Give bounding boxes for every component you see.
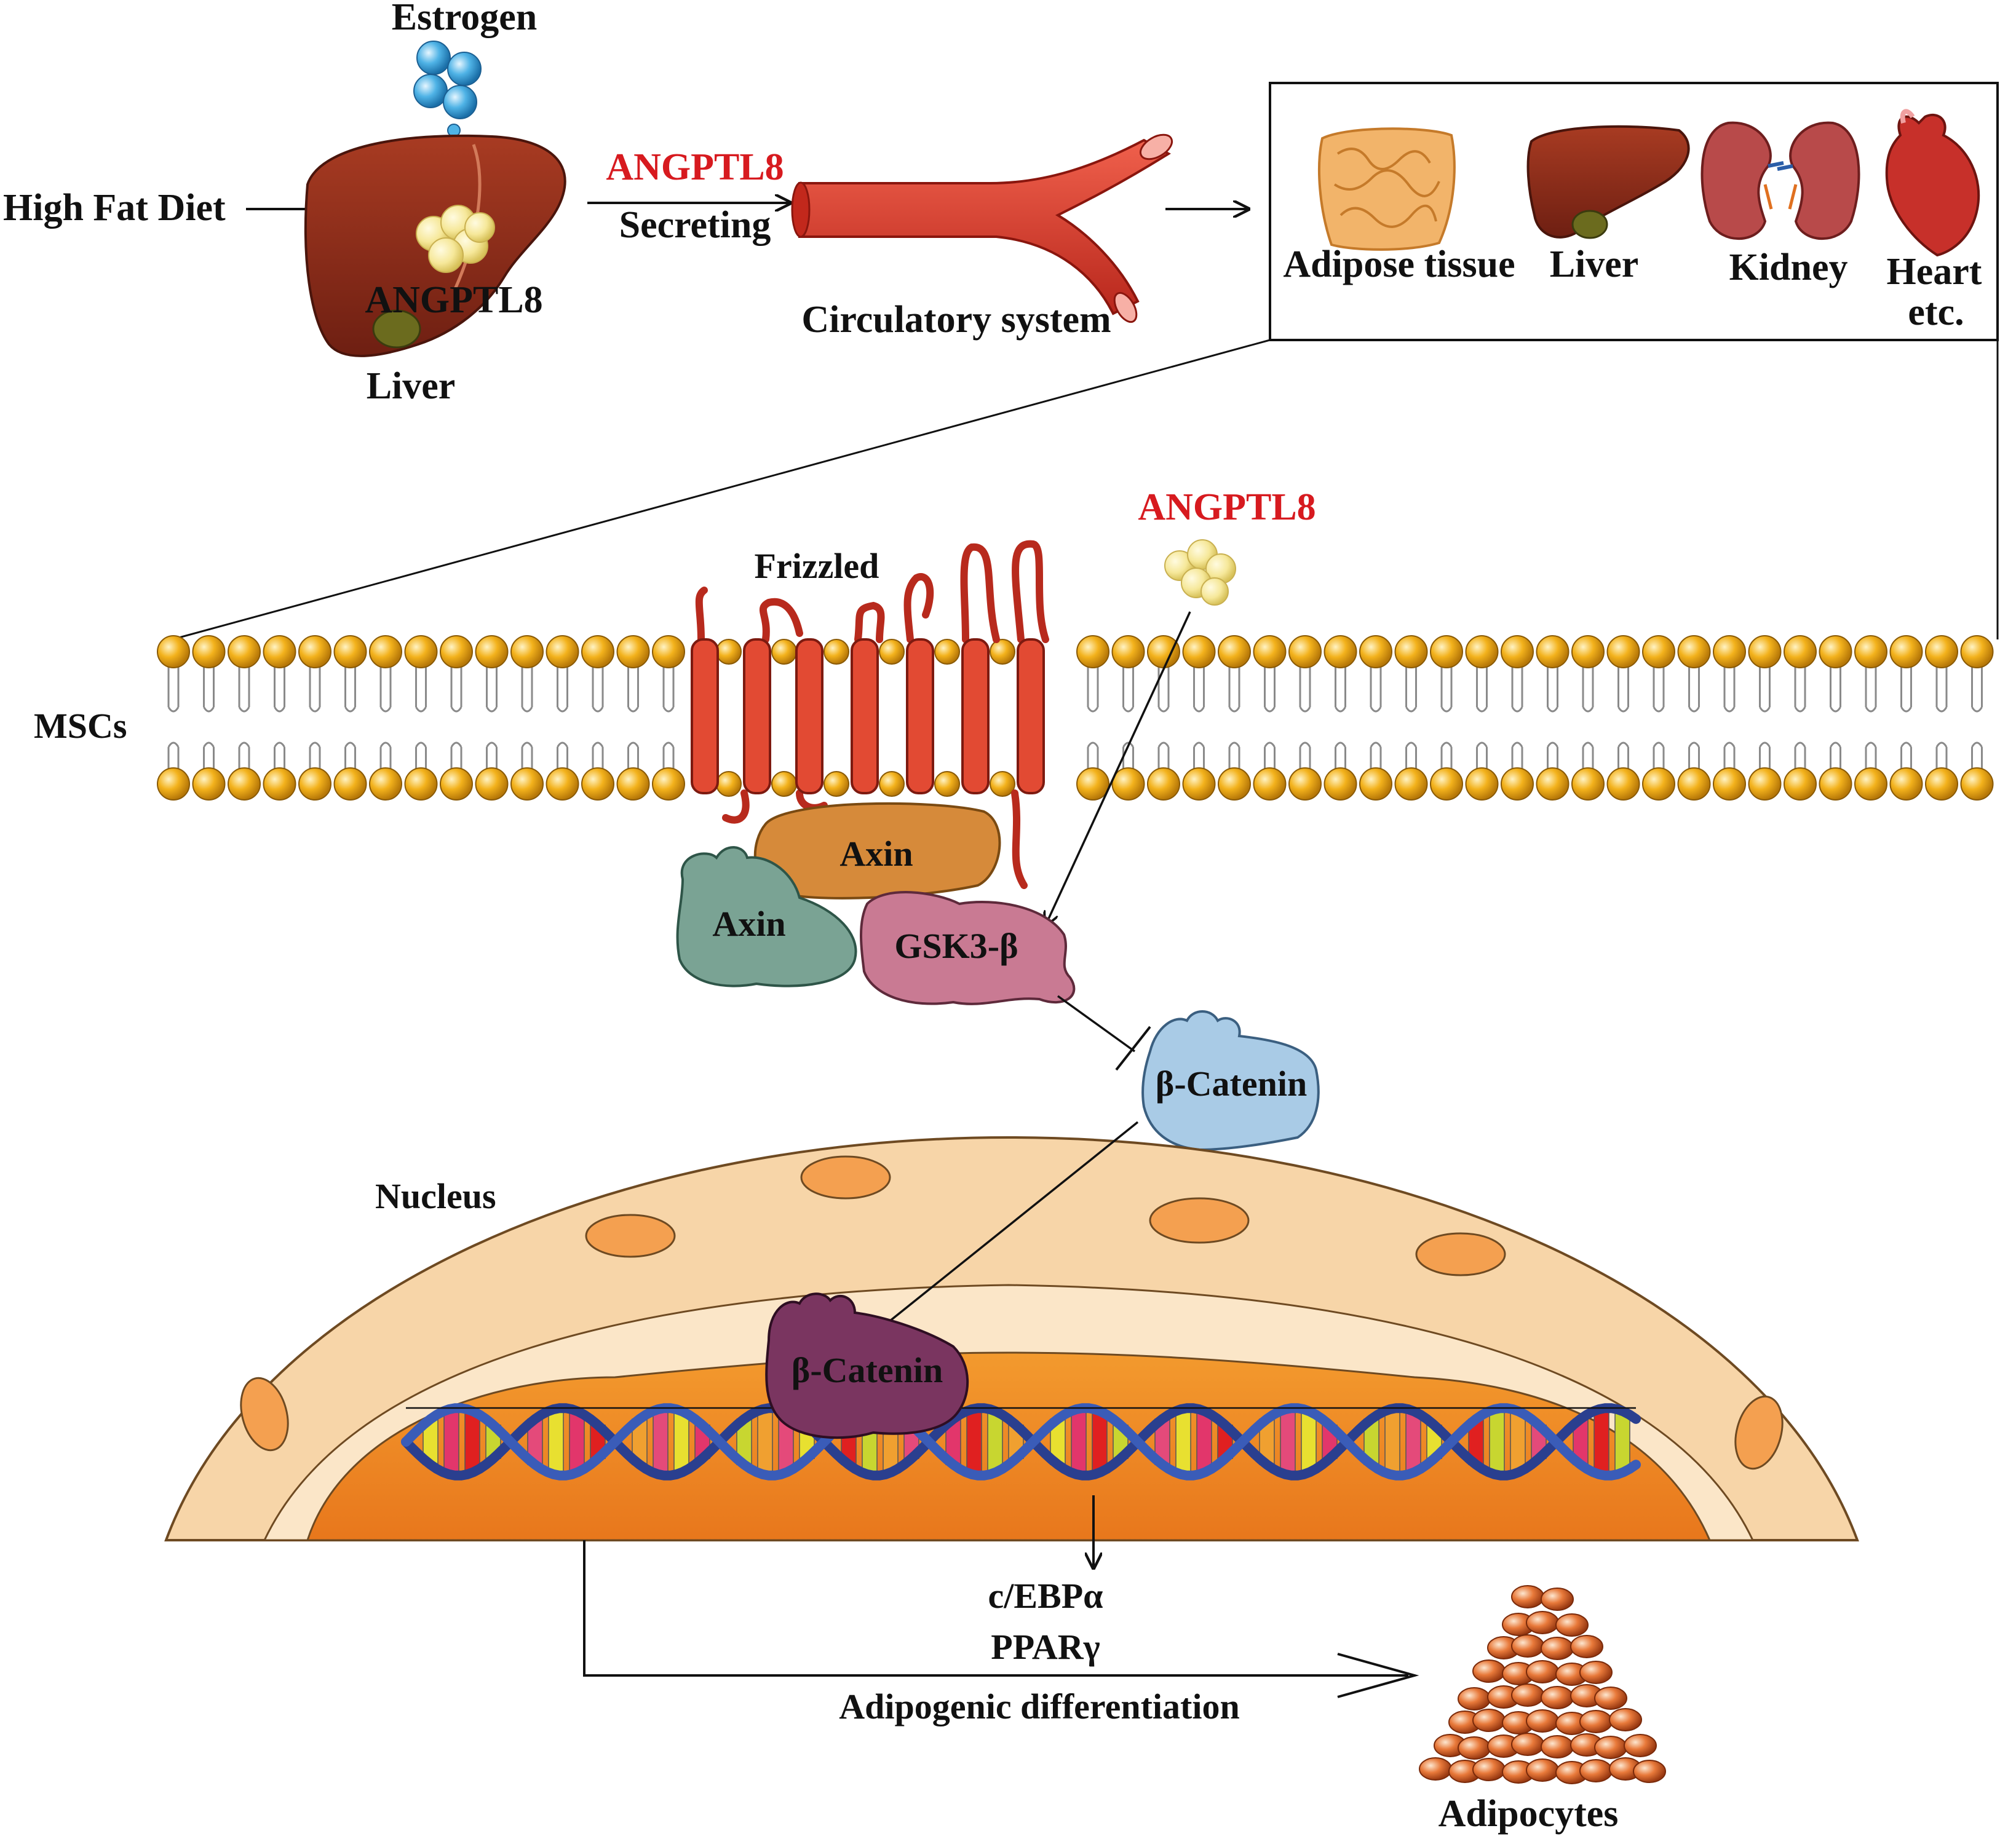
axin-top-label: Axin [839, 834, 913, 874]
circulatory-system-label: Circulatory system [801, 299, 1111, 341]
pparg-label: PPARγ [991, 1627, 1100, 1667]
nucleus [164, 1136, 1859, 1541]
dna-helix [401, 1403, 1641, 1481]
adipose-tissue-illustration [1318, 127, 1456, 251]
organ-label-adipose: Adipose tissue [1283, 243, 1515, 285]
secreting-label: Secreting [619, 204, 771, 246]
organ-label-heart: Heart [1887, 251, 1982, 293]
cebpa-label: c/EBPα [988, 1576, 1103, 1616]
zoom-line-left [172, 339, 1271, 641]
liver-angptl8-label: ANGPTL8 [365, 279, 542, 321]
adipogenic-differentiation-label: Adipogenic differentiation [839, 1687, 1239, 1726]
bcatenin-nucleus-label: β-Catenin [792, 1350, 943, 1390]
angptl8-to-gsk3b-arrow [1046, 611, 1191, 925]
high-fat-diet-label: High Fat Diet [3, 187, 226, 229]
liver-label: Liver [367, 365, 456, 407]
frizzled-receptor [691, 540, 1049, 889]
bcatenin-nucleus [765, 1292, 969, 1439]
nucleus-label: Nucleus [375, 1176, 496, 1216]
differentiation-arrow [583, 1540, 1419, 1698]
estrogen-molecule [413, 41, 482, 137]
organ-label-etc: etc. [1908, 291, 1964, 333]
angptl8-ligand-cluster [1164, 539, 1236, 606]
gsk3b [860, 891, 1076, 1005]
adipocytes-label: Adipocytes [1439, 1793, 1619, 1835]
gsk3b-inhibits-bcatenin [1057, 995, 1151, 1071]
organ-liver-illustration [1526, 125, 1690, 239]
bcatenin-cytoplasm-label: β-Catenin [1156, 1064, 1307, 1104]
organ-label-kidney: Kidney [1729, 247, 1848, 288]
angptl8-membrane-label: ANGPTL8 [1138, 486, 1316, 528]
kidney-illustration [1701, 121, 1860, 240]
mscs-label: MSCs [34, 706, 127, 746]
angptl8-secreted-label: ANGPTL8 [606, 146, 784, 188]
cell-membrane [157, 635, 1994, 801]
blood-vessel-illustration [791, 133, 1173, 323]
gsk3b-label: GSK3-β [894, 926, 1018, 966]
heart-illustration [1885, 109, 1980, 257]
adipocyte-cluster [1419, 1585, 1666, 1784]
bcatenin-cytoplasm [1141, 1010, 1320, 1152]
axin-bottom [676, 846, 857, 987]
angptl8-liver-cluster [416, 205, 495, 273]
frizzled-label: Frizzled [755, 546, 879, 586]
organ-label-liver: Liver [1550, 243, 1639, 285]
estrogen-label: Estrogen [392, 0, 538, 38]
axin-bottom-label: Axin [712, 904, 785, 944]
